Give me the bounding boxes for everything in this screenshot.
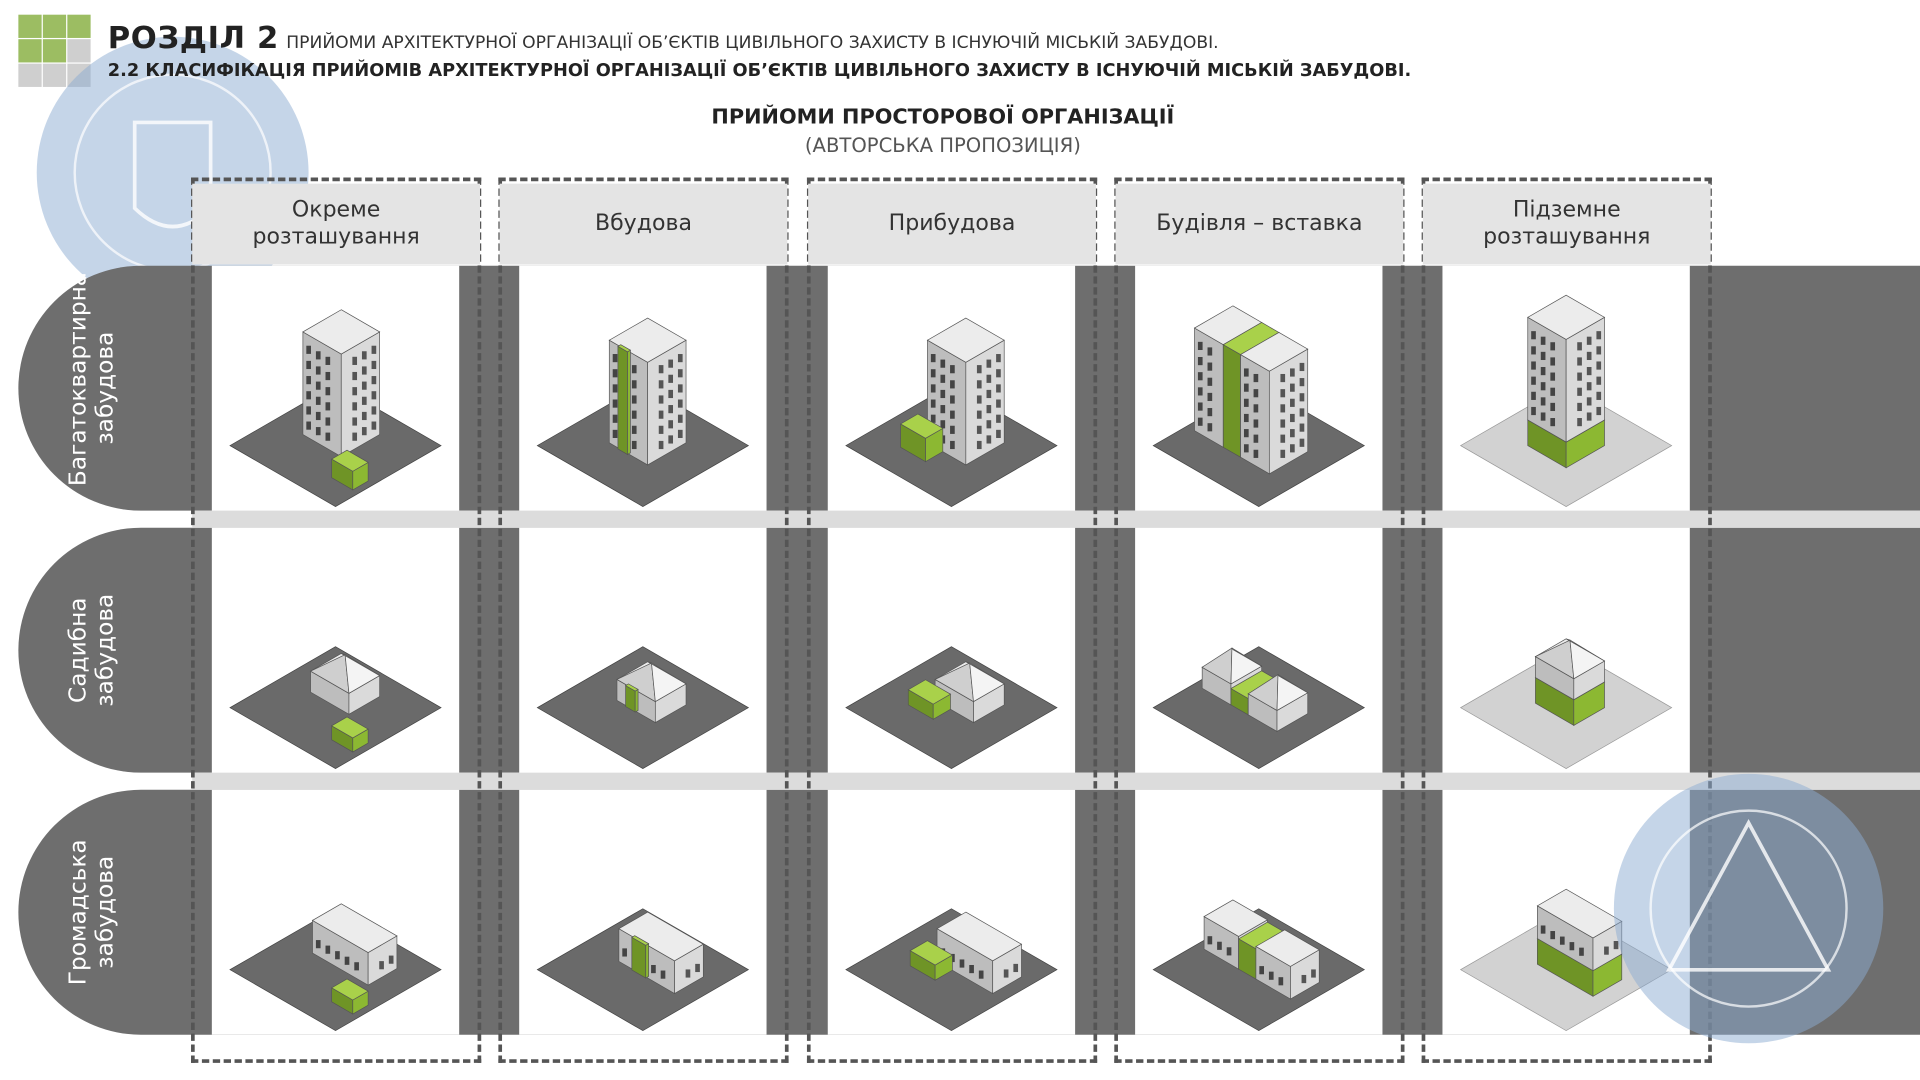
column-frame [191,177,482,1063]
stamp-emblem-icon [1649,809,1848,1008]
building-illustration-icon [1152,646,1366,769]
building-illustration-icon [845,908,1058,1032]
cell-house-builtin [519,527,767,773]
section-heading: РОЗДІЛ 2 ПРИЙОМИ АРХІТЕКТУРНОЇ ОРГАНІЗАЦІ… [108,20,1219,56]
cell-house-underground [1442,527,1690,773]
building-illustration-icon [845,317,1058,507]
cell-house-separate [211,527,460,773]
cell-tower-underground [1442,265,1690,511]
cell-house-attached [827,527,1076,773]
building-illustration-icon [1152,899,1366,1032]
cell-public-attached [827,789,1076,1035]
column-frame [806,177,1098,1063]
cell-house-insert [1135,527,1383,773]
subsection-heading: 2.2 КЛАСИФІКАЦІЯ ПРИЙОМІВ АРХІТЕКТУРНОЇ … [107,61,1412,81]
column-header-underground: Підземне розташування [1422,183,1711,265]
diagram-subtitle: (АВТОРСЬКА ПРОПОЗИЦІЯ) [804,133,1081,157]
building-illustration-icon [229,309,442,507]
column-header-separate: Окреме розташування [192,183,481,265]
building-illustration-icon [229,646,442,769]
column-header-built-in: Вбудова [499,183,788,265]
cell-tower-separate [211,265,460,511]
building-illustration-icon [229,903,442,1032]
building-illustration-icon [1459,638,1673,769]
column-frame [1114,177,1405,1063]
cell-public-builtin [519,789,767,1035]
column-frame [498,177,789,1063]
building-illustration-icon [536,908,750,1032]
building-illustration-icon [1459,294,1673,507]
column-header-attached: Прибудова [808,183,1096,265]
cell-tower-attached [827,265,1076,511]
cell-public-insert [1135,789,1383,1035]
building-illustration-icon [845,646,1058,769]
university-stamp [1613,773,1884,1044]
cell-tower-insert [1135,265,1383,511]
section-label: РОЗДІЛ 2 [107,19,279,56]
building-illustration-icon [536,646,750,769]
building-illustration-icon [1152,305,1366,507]
section-title: ПРИЙОМИ АРХІТЕКТУРНОЇ ОРГАНІЗАЦІЇ ОБ’ЄКТ… [286,33,1219,53]
cell-tower-builtin [519,265,767,511]
column-header-insert: Будівля – вставка [1115,183,1404,265]
row-divider [192,510,1920,528]
diagram-title: ПРИЙОМИ ПРОСТОРОВОЇ ОРГАНІЗАЦІЇ [711,105,1175,130]
column-frame [1421,177,1712,1063]
row-divider [192,772,1920,790]
cell-public-separate [211,789,460,1035]
building-illustration-icon [536,317,750,507]
